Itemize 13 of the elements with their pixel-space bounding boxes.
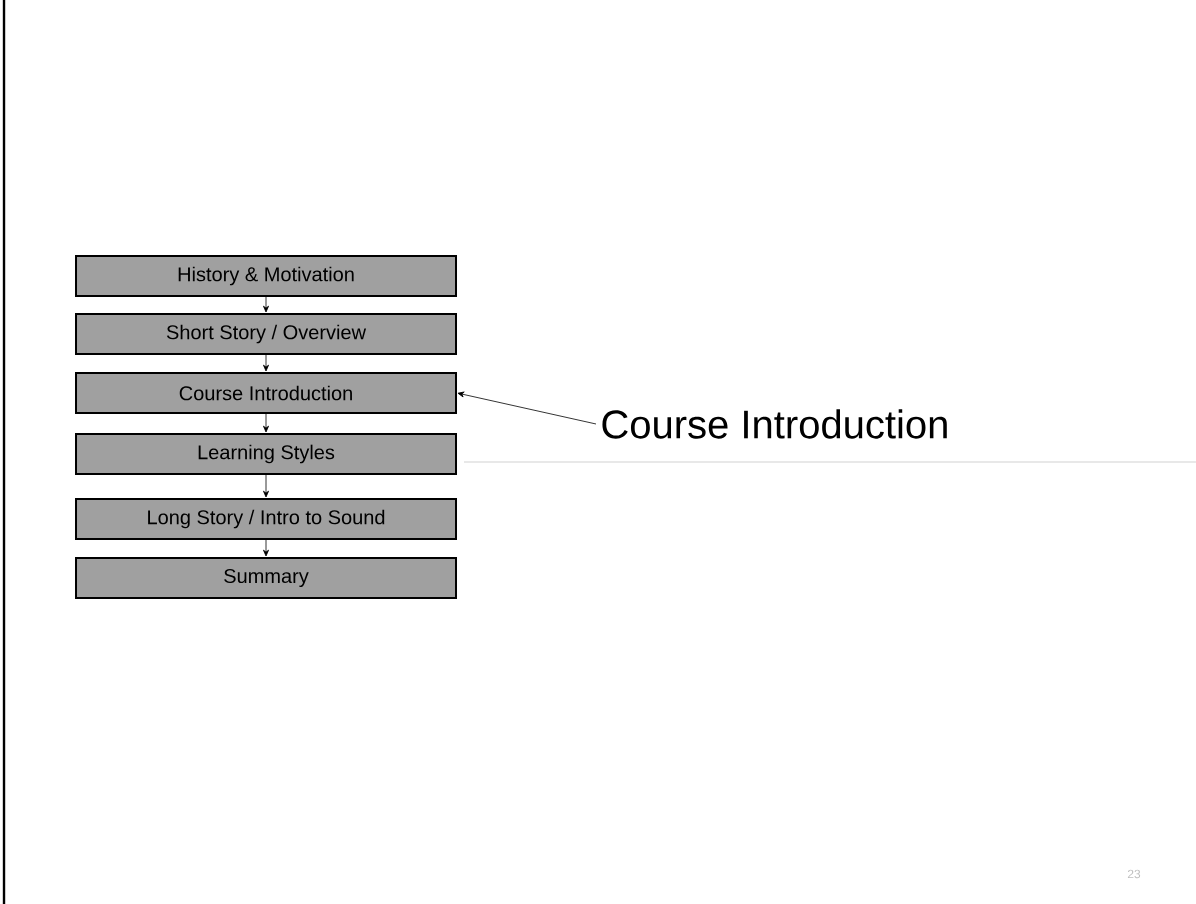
arrow [263,296,269,313]
process-box: Short Story / Overview [75,313,457,355]
process-box: Course Introduction [75,372,457,414]
arrow [263,413,269,433]
process-box: Long Story / Intro to Sound [75,498,457,540]
process-box: Summary [75,557,457,599]
process-box: History & Motivation [75,255,457,297]
arrow [263,474,269,498]
arrow [263,539,269,557]
arrow [263,354,269,372]
process-box: Learning Styles [75,433,457,475]
slide-title: Course Introduction [602,409,947,439]
arrow [457,391,597,425]
